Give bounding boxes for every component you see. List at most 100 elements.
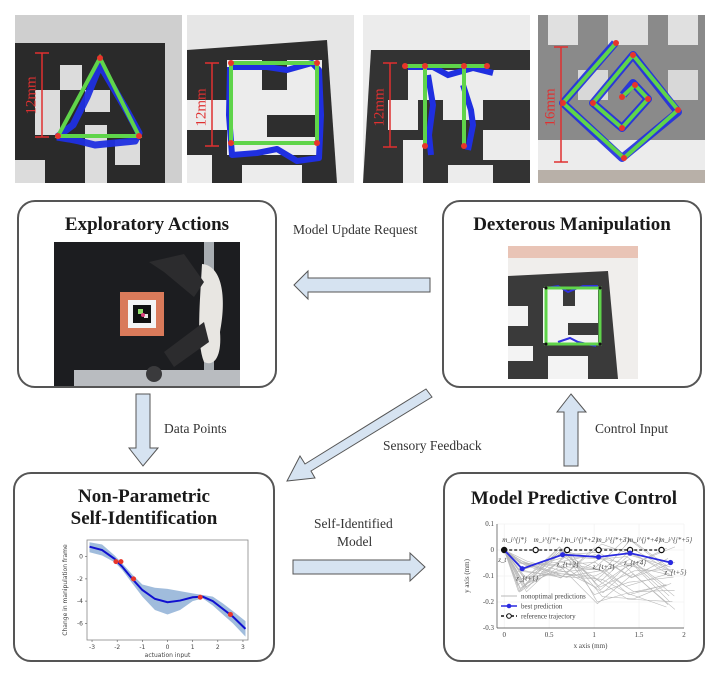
x-tick-label: -1: [139, 644, 145, 651]
y-tick-label: -6: [77, 620, 83, 627]
scale-label: 16mm: [542, 88, 559, 127]
reference-point: [595, 546, 602, 554]
y-axis-label: y axis (mm): [463, 558, 471, 592]
nonoptimal-prediction-line: [503, 549, 673, 603]
nonoptimal-prediction-line: [503, 546, 676, 593]
nonoptimal-prediction-line: [504, 537, 672, 572]
nonoptimal-prediction-line: [503, 549, 675, 589]
label-self-identified-line-2: Model: [337, 534, 373, 549]
reference-point: [658, 546, 665, 554]
y-tick-label: -0.3: [483, 624, 495, 632]
prediction-label: z_{t+5}: [664, 568, 687, 576]
reference-label: m_i^{j*}: [502, 536, 527, 544]
y-axis-label: Change in manipulation frame: [62, 544, 69, 636]
arrow-control-input: [555, 393, 588, 468]
reference-label: m_i^{j*+1}: [534, 536, 567, 544]
label-model-update-request: Model Update Request: [293, 222, 418, 237]
x-tick-label: 2: [682, 631, 686, 639]
best-prediction-point: [560, 552, 566, 558]
scale-label: 12mm: [193, 88, 210, 127]
label-sensory-feedback: Sensory Feedback: [383, 438, 482, 453]
triangle-trace-image: [15, 15, 182, 183]
legend-label: reference trajectory: [521, 613, 576, 621]
prediction-label: z_t: [497, 556, 507, 564]
data-point: [227, 611, 233, 617]
y-tick-label: 0: [79, 554, 83, 561]
reference-label: m_i^{j*+3}: [597, 536, 630, 544]
prediction-label: z_{t+3}: [592, 563, 615, 571]
reference-label: m_i^{j*+5}: [660, 536, 693, 544]
photo-pi-trace: 12mm: [363, 15, 530, 183]
data-point: [113, 559, 119, 565]
legend-marker: [506, 613, 512, 619]
box-title: Dexterous Manipulation: [473, 214, 671, 235]
x-axis-label: x axis (mm): [574, 642, 608, 650]
nonoptimal-prediction-line: [503, 548, 672, 600]
prediction-label: z_{t+4}: [623, 559, 646, 567]
y-tick-label: -4: [77, 598, 83, 605]
data-point: [118, 559, 124, 565]
best-prediction-line: [503, 549, 671, 570]
x-tick-label: -3: [89, 644, 95, 651]
legend-label: best prediction: [521, 603, 563, 611]
box-title-line-2: Self-Identification: [70, 508, 218, 529]
reference-point: [532, 546, 539, 554]
y-tick-label: 0.1: [485, 520, 494, 528]
data-point: [131, 576, 137, 582]
label-control-input: Control Input: [595, 421, 669, 436]
best-prediction-point: [627, 550, 633, 556]
x-tick-label: -2: [114, 644, 120, 651]
photo-triangle-trace: 12mm: [15, 15, 182, 183]
robot-hand-photo: [54, 242, 240, 386]
best-prediction-point: [595, 554, 602, 560]
reference-point: [563, 546, 571, 554]
label-data-points: Data Points: [164, 421, 227, 436]
prediction-label: z_{t+2}: [556, 561, 579, 569]
scale-label: 12mm: [23, 76, 40, 115]
box-title: Exploratory Actions: [64, 214, 230, 235]
non-parametric-self-identification-box: Non-Parametric Self-Identification -3 -2 -…: [13, 472, 275, 662]
best-prediction-point: [519, 566, 525, 572]
pi-trace-image: [363, 15, 530, 183]
arrow-self-identified-model: [292, 551, 427, 583]
x-tick-label: 2: [216, 644, 220, 651]
data-point: [197, 594, 203, 600]
spiral-trace-image: [538, 15, 705, 183]
x-axis-label: actuation input: [145, 652, 191, 658]
x-tick-label: 1: [592, 631, 596, 639]
nonoptimal-prediction-line: [504, 549, 670, 597]
box-title-line-1: Non-Parametric: [78, 486, 210, 507]
nonoptimal-prediction-line: [503, 546, 674, 596]
nonoptimal-prediction-line: [503, 547, 667, 593]
y-tick-label: -0.2: [483, 598, 495, 606]
prediction-label: z_{t+1}: [515, 575, 538, 583]
photo-square-trace: 12mm: [187, 15, 354, 183]
legend-marker: [506, 603, 512, 609]
photo-spiral-trace: 16mm: [538, 15, 705, 183]
y-tick-label: 0: [491, 546, 495, 554]
box-title: Model Predictive Control: [470, 488, 678, 509]
nonoptimal-prediction-line: [503, 548, 667, 591]
scale-label: 12mm: [371, 88, 388, 127]
nonoptimal-prediction-line: [503, 549, 669, 592]
dexterous-manipulation-box: Dexterous Manipulation: [442, 200, 702, 388]
label-self-identified-line-1: Self-Identified: [314, 516, 393, 531]
x-tick-label: 0: [502, 631, 506, 639]
nonoptimal-prediction-line: [503, 546, 668, 603]
mpc-trajectory-chart: m_i^{j*}m_i^{j*+1}m_i^{j*+2}m_i^{j*+3}m_…: [463, 520, 693, 650]
x-tick-label: 1.5: [635, 631, 644, 639]
reference-label: m_i^{j*+4}: [628, 536, 661, 544]
x-tick-label: 0: [166, 644, 170, 651]
reference-label: m_i^{j*+2}: [565, 536, 598, 544]
y-tick-label: -0.1: [483, 572, 495, 580]
legend-label: nonoptimal predictions: [521, 593, 586, 601]
x-tick-label: 1: [191, 644, 195, 651]
best-prediction-point: [667, 559, 674, 566]
x-tick-label: 3: [241, 644, 245, 651]
model-predictive-control-box: Model Predictive Control m_i^{j*} m_i^{j*…: [443, 472, 705, 662]
confidence-band: [89, 542, 246, 637]
nonoptimal-prediction-line: [504, 549, 669, 605]
arrow-sensory-feedback: [285, 388, 435, 482]
exploratory-actions-box: Exploratory Actions: [17, 200, 277, 388]
